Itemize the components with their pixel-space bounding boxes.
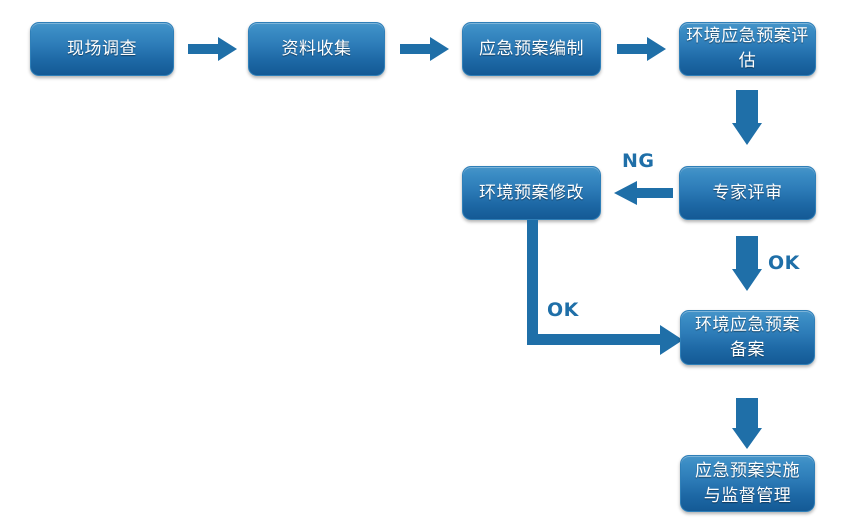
arrow-data-collection-to-plan-preparation	[400, 36, 450, 62]
node-label: 应急预案编制	[479, 38, 584, 59]
arrow-site-survey-to-data-collection	[188, 36, 238, 62]
node-label: 现场调查	[67, 38, 137, 59]
node-plan-filing[interactable]: 环境应急预案备案	[680, 310, 815, 365]
arrow-expert-review-to-plan-revision	[613, 180, 673, 206]
node-plan-preparation[interactable]: 应急预案编制	[462, 22, 601, 76]
arrow-expert-review-to-plan-filing	[731, 236, 763, 292]
arrow-plan-filing-to-plan-implementation	[731, 398, 763, 450]
node-plan-revision[interactable]: 环境预案修改	[462, 166, 601, 220]
connector-plan-revision-to-plan-filing	[520, 220, 685, 355]
edge-label-ok-revision: OK	[547, 299, 579, 321]
arrow-plan-evaluation-to-expert-review	[731, 90, 763, 146]
node-label: 资料收集	[281, 38, 352, 59]
node-label: 环境预案修改	[479, 182, 584, 203]
arrow-plan-preparation-to-plan-evaluation	[617, 36, 667, 62]
node-plan-implementation[interactable]: 应急预案实施 与监督管理	[680, 455, 815, 512]
node-expert-review[interactable]: 专家评审	[679, 166, 816, 220]
node-data-collection[interactable]: 资料收集	[248, 22, 385, 76]
node-label: 专家评审	[712, 182, 783, 203]
node-label: 环境应急预案备案	[695, 314, 800, 360]
edge-label-ng: NG	[622, 150, 655, 172]
node-site-survey[interactable]: 现场调查	[30, 22, 174, 76]
node-label: 应急预案实施 与监督管理	[695, 460, 800, 506]
node-plan-evaluation[interactable]: 环境应急预案评估	[679, 22, 816, 76]
node-label: 环境应急预案评估	[686, 26, 809, 71]
edge-label-ok-review: OK	[768, 252, 800, 274]
